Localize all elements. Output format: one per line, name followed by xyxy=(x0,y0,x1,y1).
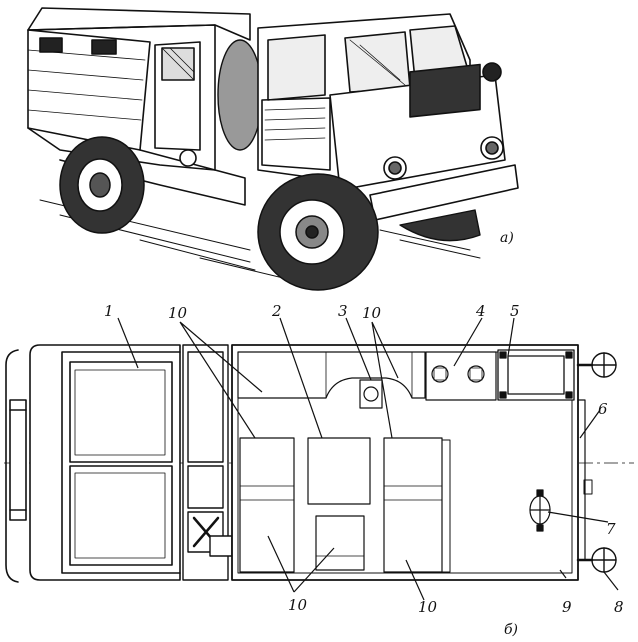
van-box xyxy=(27,7,251,206)
front-bumper xyxy=(5,349,27,583)
ceiling-lamp xyxy=(529,489,551,532)
plan-view: 1 10 2 3 10 4 5 6 7 8 9 10 10 б) xyxy=(4,302,634,638)
cab xyxy=(257,13,519,221)
callout-10-upper-right: 10 xyxy=(362,304,382,322)
callout-10-lower-right: 10 xyxy=(418,598,438,616)
callout-8: 8 xyxy=(614,598,624,616)
callout-6: 6 xyxy=(598,400,608,418)
front-wheel xyxy=(257,173,379,291)
cab-plan xyxy=(29,344,181,581)
right-bench xyxy=(383,437,451,573)
callout-7: 7 xyxy=(606,520,616,538)
callout-10-upper-left: 10 xyxy=(168,304,188,322)
upper-bench xyxy=(237,351,426,399)
callout-3: 3 xyxy=(338,302,348,320)
truck-illustration: а) xyxy=(27,7,519,291)
cab-seat-area xyxy=(182,344,233,581)
equipment-table xyxy=(425,351,497,401)
front-right-wheel xyxy=(399,209,481,242)
rear-lights xyxy=(576,352,617,573)
center-seat xyxy=(307,437,371,505)
left-bench xyxy=(239,437,295,573)
part-a-label: а) xyxy=(500,230,514,246)
callout-4: 4 xyxy=(475,302,486,320)
part-b-label: б) xyxy=(504,622,518,638)
callout-2: 2 xyxy=(271,302,282,320)
heater xyxy=(359,379,383,409)
callout-5: 5 xyxy=(510,302,520,320)
ground-hatching xyxy=(39,199,481,283)
spare-wheel xyxy=(217,39,263,151)
callout-10-lower-left: 10 xyxy=(288,596,308,614)
leader-lines xyxy=(117,317,619,601)
small-seat xyxy=(315,515,365,571)
callout-1: 1 xyxy=(104,302,114,320)
cabinet xyxy=(497,349,575,401)
callout-9: 9 xyxy=(562,598,572,616)
callout-labels: 1 10 2 3 10 4 5 6 7 8 9 10 10 xyxy=(104,302,624,616)
rear-wheel xyxy=(59,136,145,234)
